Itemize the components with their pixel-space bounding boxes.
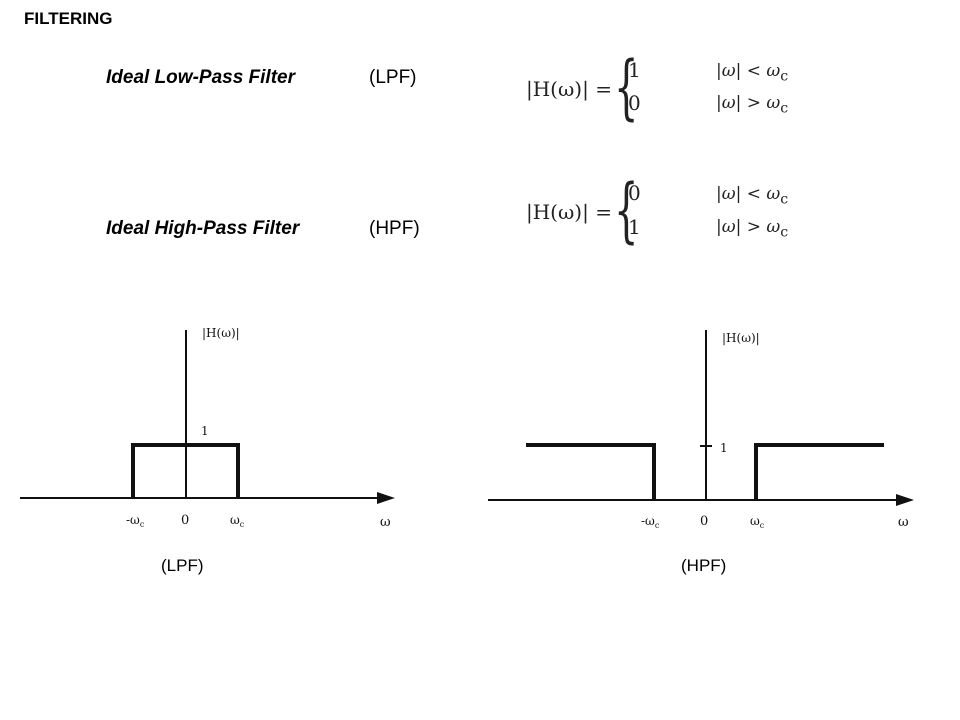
hpf-case-1-value: 0 [628,181,641,205]
hpf-x-axis-arrow [896,494,914,506]
hpf-level-label: 1 [720,441,728,455]
hpf-case-1-condition: |ω| < ωc [716,184,789,208]
hpf-response-left [526,443,656,500]
lpf-tick-zero: 0 [181,513,189,528]
lpf-response-line [131,443,240,498]
lpf-case-2-value: 0 [628,91,641,115]
hpf-ylabel: |H(ω)| [722,331,760,345]
lpf-case-1-value: 1 [628,58,641,82]
hpf-response-right [754,443,884,500]
lpf-caption: (LPF) [161,556,204,575]
hpf-case-2-value: 1 [628,215,641,239]
hpf-plot: |H(ω)| 1 -ωc 0 ωc ω [488,330,914,530]
hpf-tick-neg-wc: -ωc [641,514,660,530]
hpf-tick-zero: 0 [700,514,708,529]
lpf-x-axis-arrow [377,492,395,504]
lpf-plot: |H(ω)| 1 -ωc 0 ωc ω [20,326,395,530]
lpf-case-1-condition: |ω| < ωc [716,61,789,85]
hpf-tag: (HPF) [369,218,420,239]
lpf-level-label: 1 [201,424,209,438]
hpf-tick-wc: ωc [750,514,765,530]
hpf-case-2-condition: |ω| > ωc [716,217,789,241]
lpf-tick-neg-wc: -ωc [126,513,145,529]
lpf-tick-wc: ωc [230,513,245,529]
hpf-xlabel: ω [898,515,909,530]
hpf-caption: (HPF) [681,556,727,575]
lpf-brace: { [614,46,639,128]
hpf-equation-lhs: |H(ω)| = [526,200,612,224]
hpf-heading: Ideal High-Pass Filter [106,218,300,239]
lpf-xlabel: ω [380,515,391,530]
lpf-equation-lhs: |H(ω)| = [526,77,612,101]
lpf-tag: (LPF) [369,67,417,88]
lpf-ylabel: |H(ω)| [202,326,240,340]
lpf-case-2-condition: |ω| > ωc [716,93,789,117]
lpf-heading: Ideal Low-Pass Filter [106,67,295,88]
page-title: FILTERING [24,9,113,28]
hpf-brace: { [614,169,639,251]
